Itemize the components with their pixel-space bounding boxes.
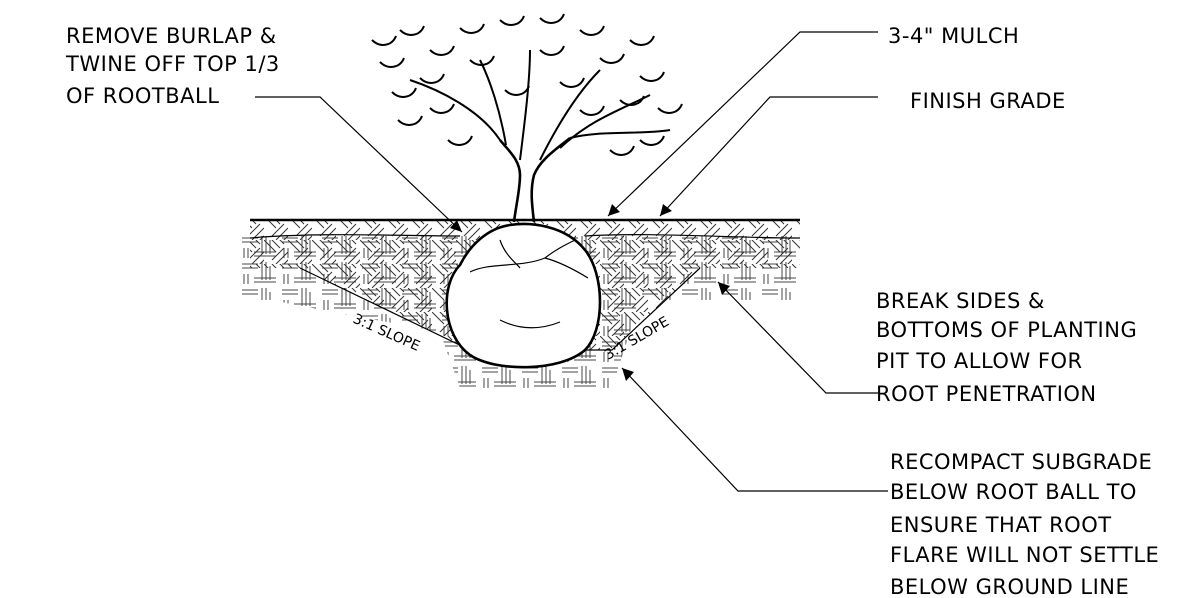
callout-mulch-line-1: 3-4" MULCH	[888, 24, 1019, 48]
leader-grade	[659, 96, 878, 217]
callout-break: BREAK SIDES & BOTTOMS OF PLANTING PIT TO…	[876, 289, 1137, 406]
tree-trunk	[409, 49, 671, 223]
callout-recompact-line-5: BELOW GROUND LINE	[890, 575, 1129, 598]
leader-recompact	[621, 367, 888, 492]
callout-recompact-line-2: BELOW ROOT BALL TO	[890, 480, 1137, 504]
callout-burlap-line-3: OF ROOTBALL	[66, 84, 219, 108]
callout-break-line-4: ROOT PENETRATION	[876, 382, 1097, 406]
callout-break-line-1: BREAK SIDES &	[876, 289, 1045, 313]
callout-break-line-2: BOTTOMS OF PLANTING	[876, 318, 1137, 342]
callout-recompact-line-4: FLARE WILL NOT SETTLE	[890, 543, 1159, 567]
callout-burlap-line-1: REMOVE BURLAP &	[66, 24, 277, 48]
callout-mulch: 3-4" MULCH	[888, 24, 1019, 48]
callout-recompact: RECOMPACT SUBGRADE BELOW ROOT BALL TO EN…	[890, 450, 1159, 598]
leader-burlap	[255, 96, 463, 233]
callout-grade-line-1: FINISH GRADE	[910, 89, 1066, 113]
mulch-layer	[249, 234, 801, 239]
callout-recompact-line-3: ENSURE THAT ROOT	[890, 513, 1112, 537]
callout-burlap-line-2: TWINE OFF TOP 1/3	[65, 52, 280, 76]
callout-grade: FINISH GRADE	[910, 89, 1066, 113]
leader-mulch	[607, 31, 878, 217]
root-ball	[445, 222, 602, 369]
callout-burlap: REMOVE BURLAP & TWINE OFF TOP 1/3 OF ROO…	[65, 24, 280, 108]
callout-break-line-3: PIT TO ALLOW FOR	[876, 349, 1083, 373]
leader-break	[717, 281, 878, 394]
callout-recompact-line-1: RECOMPACT SUBGRADE	[890, 450, 1152, 474]
tree-canopy	[371, 13, 683, 156]
